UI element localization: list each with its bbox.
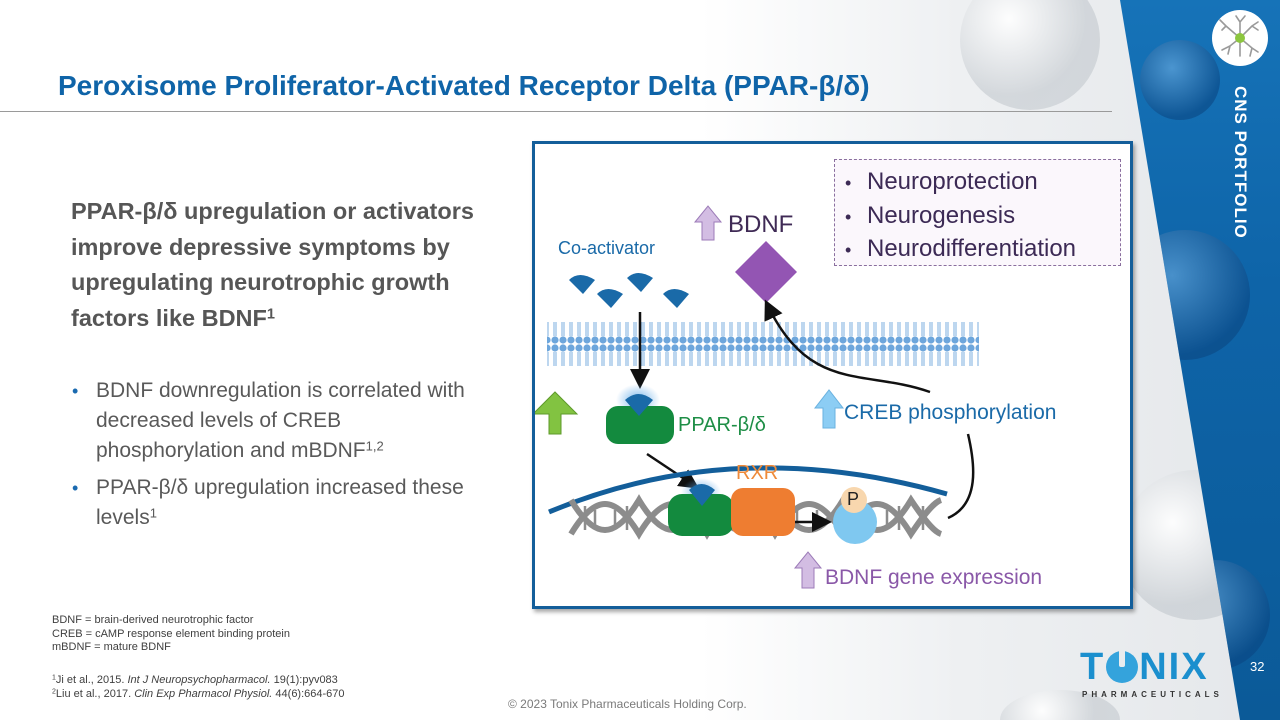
coactivator-icons (569, 273, 689, 308)
abbreviation-line: mBDNF = mature BDNF (52, 641, 171, 653)
reference-line: 2Liu et al., 2017. Clin Exp Pharmacol Ph… (52, 688, 345, 702)
reference-authors: Ji et al., 2015. (55, 674, 128, 686)
tonix-logo: T NIX PHARMACEUTICALS (1080, 646, 1223, 699)
bdnf-increase-arrow-icon (693, 205, 723, 241)
abbreviation-line: BDNF = brain-derived neurotrophic factor (52, 614, 254, 626)
outcome-item: •Neurodifferentiation (845, 235, 1077, 262)
gene-to-creb-curve (947, 433, 975, 520)
bullet-text: BDNF downregulation is correlated with d… (96, 379, 465, 462)
bdnf-diamond-icon (735, 241, 797, 303)
phosphate-label: P (847, 489, 860, 509)
bullet-citation: 1,2 (365, 438, 384, 454)
diagram-graphics (535, 205, 979, 589)
gene-expression-label: BDNF gene expression (825, 566, 1043, 589)
outcome-item: •Neurogenesis (845, 201, 1016, 229)
page-number: 32 (1250, 659, 1265, 674)
ppar-dna-bound-icon (668, 494, 734, 536)
bullet-item: • PPAR-β/δ upregulation increased these … (72, 473, 492, 533)
dna-base-pairs (583, 506, 925, 530)
translocation-arrow (646, 452, 700, 489)
reference-details: 44(6):664-670 (272, 687, 345, 700)
logo-letter: T (1080, 646, 1106, 688)
reference-journal: Int J Neuropsychopharmacol. (127, 674, 271, 686)
creb-protein-icon (833, 500, 877, 544)
abbreviation-line: CREB = cAMP response element binding pro… (52, 627, 290, 640)
bullet-list: • BDNF downregulation is correlated with… (72, 376, 492, 540)
logo-letters: NIX (1139, 646, 1209, 688)
outcomes-box: •Neuroprotection •Neurogenesis •Neurodif… (834, 159, 1121, 266)
ppar-pathway-diagram: •Neuroprotection •Neurogenesis •Neurodif… (532, 141, 1133, 609)
phosphate-icon (841, 487, 867, 513)
reference-line: 1Ji et al., 2015. Int J Neuropsychopharm… (52, 674, 345, 688)
background-molecule-bubble (960, 0, 1100, 110)
neuron-icon (1212, 10, 1268, 66)
creb-increase-arrow-icon (813, 389, 845, 429)
reference-journal: Clin Exp Pharmacol Physiol. (134, 687, 273, 700)
rxr-receptor-icon (731, 488, 795, 536)
bullet-dot-icon: • (72, 478, 79, 498)
lead-citation: 1 (266, 306, 275, 323)
outcome-item: •Neuroprotection (845, 168, 1038, 195)
ppar-label: PPAR-β/δ (678, 414, 766, 436)
reference-number: 2 (52, 688, 56, 695)
logo-tagline: PHARMACEUTICALS (1082, 690, 1223, 699)
nuclear-envelope (548, 465, 948, 515)
section-label: CNS PORTFOLIO (1231, 86, 1250, 239)
creb-to-bdnf-arrow (764, 299, 931, 394)
bdnf-label: BDNF (728, 211, 794, 238)
reference-number: 1 (52, 674, 56, 682)
abbreviations: BDNF = brain-derived neurotrophic factor… (52, 614, 290, 655)
bullet-dot-icon: • (72, 381, 79, 401)
reference-details: 19(1):pyv083 (270, 674, 338, 686)
bullet-item: • BDNF downregulation is correlated with… (72, 376, 492, 466)
bullet-citation: 1 (149, 505, 157, 521)
bullet-text: PPAR-β/δ upregulation increased these le… (96, 476, 464, 529)
slide-title: Peroxisome Proliferator-Activated Recept… (58, 70, 870, 101)
reference-authors: Liu et al., 2017. (55, 687, 135, 700)
gene-expression-increase-arrow-icon (793, 551, 823, 589)
references: 1Ji et al., 2015. Int J Neuropsychopharm… (52, 674, 345, 701)
ppar-increase-arrow-icon (535, 391, 579, 435)
creb-label: CREB phosphorylation (844, 401, 1057, 424)
power-icon (1106, 647, 1139, 683)
coactivator-label: Co-activator (558, 238, 656, 258)
lead-statement: PPAR-β/δ upregulation or activators impr… (71, 194, 501, 336)
cell-membrane (547, 318, 979, 370)
rxr-label: RXR (736, 462, 779, 484)
copyright-notice: © 2023 Tonix Pharmaceuticals Holding Cor… (508, 697, 747, 711)
title-divider (0, 111, 1112, 112)
ppar-receptor-icon (606, 406, 674, 444)
lead-text: PPAR-β/δ upregulation or activators impr… (71, 198, 474, 331)
